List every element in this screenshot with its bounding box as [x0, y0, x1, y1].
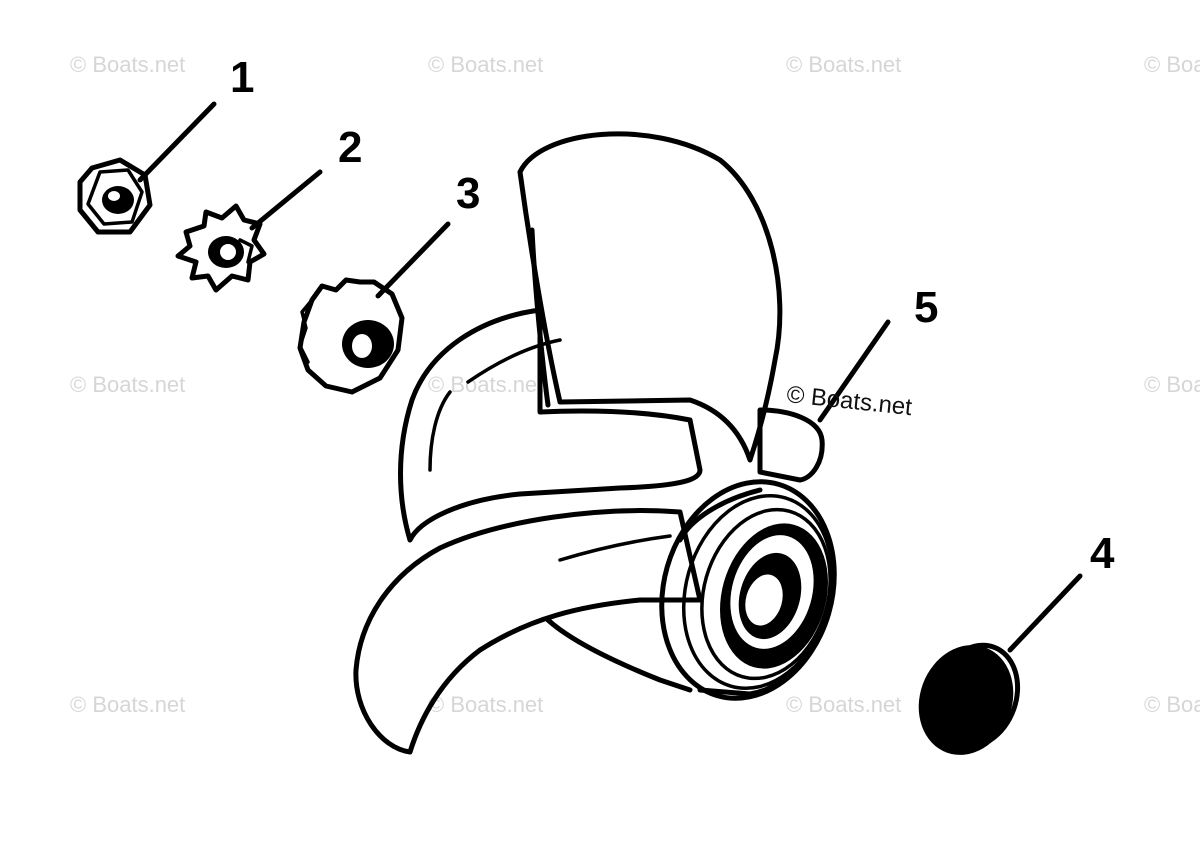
- part-4-thrust-washer: [918, 573, 1083, 755]
- callout-3: 3: [456, 169, 480, 218]
- leader-line-1: [137, 101, 217, 183]
- watermark: © Boats.net: [1144, 372, 1200, 397]
- watermark: © Boats.net: [428, 52, 543, 77]
- watermark: © Boats.net: [786, 692, 901, 717]
- watermark: © Boats.net: [70, 52, 185, 77]
- callout-1: 1: [230, 53, 254, 102]
- leader-line-3: [375, 221, 451, 299]
- callout-4: 4: [1090, 529, 1115, 578]
- callout-5: 5: [914, 283, 938, 332]
- watermark: © Boats.net: [70, 692, 185, 717]
- part-3-spacer: [297, 221, 451, 395]
- watermark-layer: © Boats.net © Boats.net © Boats.net © Bo…: [70, 52, 1200, 717]
- watermark: © Boats.net: [70, 372, 185, 397]
- watermark: © Boats.net: [428, 692, 543, 717]
- leader-line-4: [1007, 573, 1083, 653]
- watermark: © Boats.net: [1144, 692, 1200, 717]
- watermark: © Boats.net: [428, 372, 543, 397]
- part-1-hex-nut: [77, 101, 217, 235]
- watermark: © Boats.net: [786, 52, 901, 77]
- leader-line-2: [249, 169, 323, 231]
- callout-2: 2: [338, 123, 362, 172]
- part-2-tab-washer: [175, 169, 323, 293]
- watermark: © Boats.net: [1144, 52, 1200, 77]
- leader-line-5: [817, 319, 891, 423]
- watermark: © Boats.net: [785, 381, 913, 421]
- part-5-propeller: [353, 131, 891, 755]
